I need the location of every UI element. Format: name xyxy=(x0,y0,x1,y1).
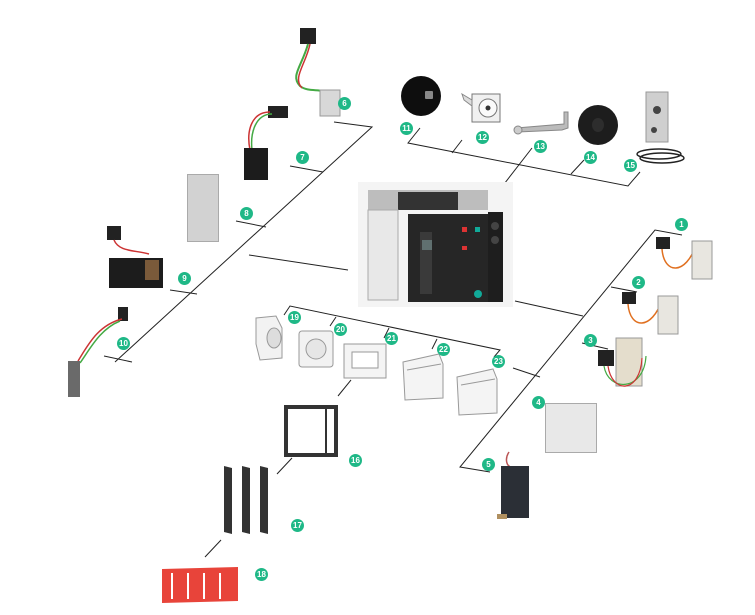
leader-line xyxy=(431,338,438,350)
callout-badge-1: 1 xyxy=(675,218,688,231)
callout-badge-23: 23 xyxy=(492,355,505,368)
leader-line xyxy=(451,139,463,154)
operating-key-image xyxy=(512,108,572,138)
breaker-illustration xyxy=(358,182,513,307)
leader-line xyxy=(500,147,533,189)
leader-line xyxy=(329,316,337,327)
callout-badge-13: 13 xyxy=(534,140,547,153)
rotary-handle-image xyxy=(578,105,618,145)
callout-badge-22: 22 xyxy=(437,343,450,356)
leader-line xyxy=(248,254,349,271)
leader-line xyxy=(459,229,683,473)
callout-badge-3: 3 xyxy=(584,334,597,347)
ready-to-close-contact-image xyxy=(280,26,350,122)
current-transformer-image xyxy=(297,327,337,372)
callout-badge-10: 10 xyxy=(117,337,130,350)
callout-badge-16: 16 xyxy=(349,454,362,467)
callout-badge-14: 14 xyxy=(584,151,597,164)
door-escutcheon-frame-image xyxy=(284,405,338,457)
leader-line xyxy=(283,305,501,358)
io-module-image xyxy=(455,365,500,417)
keylock-image xyxy=(460,86,504,126)
power-supply-module-image xyxy=(401,350,446,402)
leader-line xyxy=(276,457,293,475)
electrical-operator-image xyxy=(495,448,535,523)
air-circuit-breaker xyxy=(358,182,513,307)
fault-trip-contact-image xyxy=(238,100,308,190)
leader-line xyxy=(289,165,324,173)
callout-badge-4: 4 xyxy=(532,396,545,409)
callout-badge-17: 17 xyxy=(291,519,304,532)
shunt-release-coil-1-image xyxy=(652,235,714,290)
callout-badge-5: 5 xyxy=(482,458,495,471)
leader-line xyxy=(610,286,638,293)
leader-line xyxy=(235,220,267,228)
callout-badge-6: 6 xyxy=(338,97,351,110)
terminal-shield-image xyxy=(160,565,240,605)
time-delay-module-image xyxy=(545,403,597,453)
leader-line xyxy=(103,355,133,363)
callout-badge-2: 2 xyxy=(632,276,645,289)
leader-line xyxy=(570,159,585,175)
callout-badge-7: 7 xyxy=(296,151,309,164)
leader-line xyxy=(514,300,584,317)
callout-badge-15: 15 xyxy=(624,159,637,172)
cable-interlock-image xyxy=(632,90,687,170)
leader-line xyxy=(407,127,641,187)
leader-line xyxy=(512,367,541,378)
callout-badge-9: 9 xyxy=(178,272,191,285)
rectangular-sensor-image xyxy=(342,338,390,383)
position-switch-image xyxy=(58,305,128,401)
lock-icon xyxy=(425,91,433,99)
leader-line xyxy=(114,121,374,363)
shunt-release-coil-2-image xyxy=(618,290,680,345)
leader-line xyxy=(204,539,222,558)
callout-badge-11: 11 xyxy=(400,122,413,135)
auxiliary-contact-block-image xyxy=(187,174,219,242)
position-contact-carriage-image xyxy=(105,224,170,294)
neutral-sensor-image xyxy=(252,314,286,362)
padlock-push-button-cover-image xyxy=(401,76,441,116)
leader-line xyxy=(169,289,198,295)
undervoltage-release-coil-image xyxy=(594,336,654,396)
interphase-barriers-image xyxy=(220,462,272,538)
callout-badge-8: 8 xyxy=(240,207,253,220)
callout-badge-18: 18 xyxy=(255,568,268,581)
callout-badge-12: 12 xyxy=(476,131,489,144)
callout-badge-20: 20 xyxy=(334,323,347,336)
callout-badge-19: 19 xyxy=(288,311,301,324)
leader-line xyxy=(337,379,352,397)
callout-badge-21: 21 xyxy=(385,332,398,345)
